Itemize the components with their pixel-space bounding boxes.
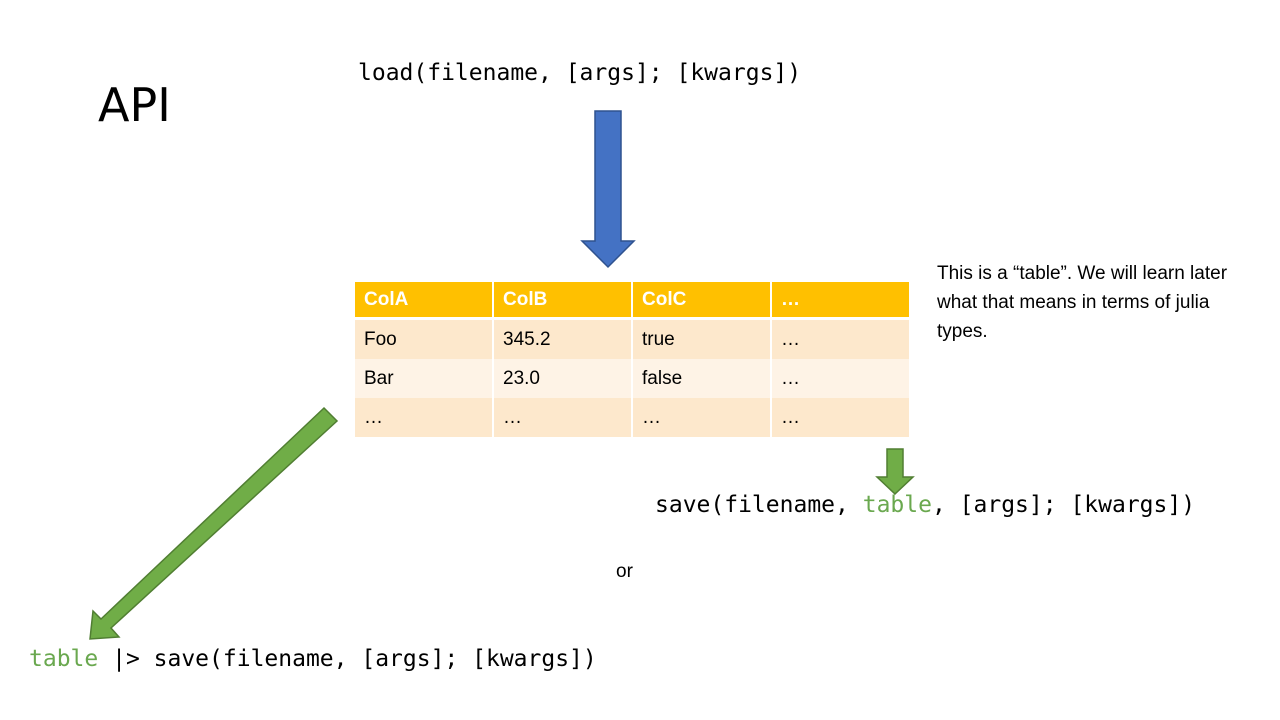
table-cell: … <box>633 398 770 437</box>
example-table: ColA ColB ColC … Foo 345.2 true … Bar 23… <box>353 282 911 437</box>
table-row: Foo 345.2 true … <box>355 320 909 359</box>
save-code: save(filename, table, [args]; [kwargs]) <box>655 492 1195 518</box>
slide-title: API <box>98 78 171 132</box>
or-label: or <box>616 561 633 582</box>
blue-down-arrow <box>580 110 636 269</box>
table-cell: Foo <box>355 320 492 359</box>
pipe-save-code: table |> save(filename, [args]; [kwargs]… <box>29 646 597 672</box>
table-cell: true <box>633 320 770 359</box>
table-cell: false <box>633 359 770 398</box>
green-small-down-arrow <box>875 448 915 496</box>
table-row: Bar 23.0 false … <box>355 359 909 398</box>
table-header-cell: ColA <box>355 282 492 320</box>
table-cell: … <box>772 320 909 359</box>
table-cell: 345.2 <box>494 320 631 359</box>
table-cell: … <box>494 398 631 437</box>
table-note: This is a “table”. We will learn later w… <box>937 263 1228 342</box>
table-cell: 23.0 <box>494 359 631 398</box>
table-header-row: ColA ColB ColC … <box>355 282 909 320</box>
green-diagonal-arrow <box>89 406 339 640</box>
table-cell: … <box>355 398 492 437</box>
table-row: … … … … <box>355 398 909 437</box>
table-header-cell: ColB <box>494 282 631 320</box>
save-code-prefix: save(filename, <box>655 492 863 518</box>
load-code: load(filename, [args]; [kwargs]) <box>358 60 802 86</box>
table-cell: … <box>772 359 909 398</box>
save-code-keyword: table <box>862 492 932 518</box>
table-header-cell: … <box>772 282 909 320</box>
pipe-code-keyword: table <box>29 646 99 672</box>
save-code-suffix: , [args]; [kwargs]) <box>931 492 1196 518</box>
pipe-code-rest: |> save(filename, [args]; [kwargs]) <box>98 646 597 672</box>
table-header-cell: ColC <box>633 282 770 320</box>
table-cell: Bar <box>355 359 492 398</box>
table-cell: … <box>772 398 909 437</box>
